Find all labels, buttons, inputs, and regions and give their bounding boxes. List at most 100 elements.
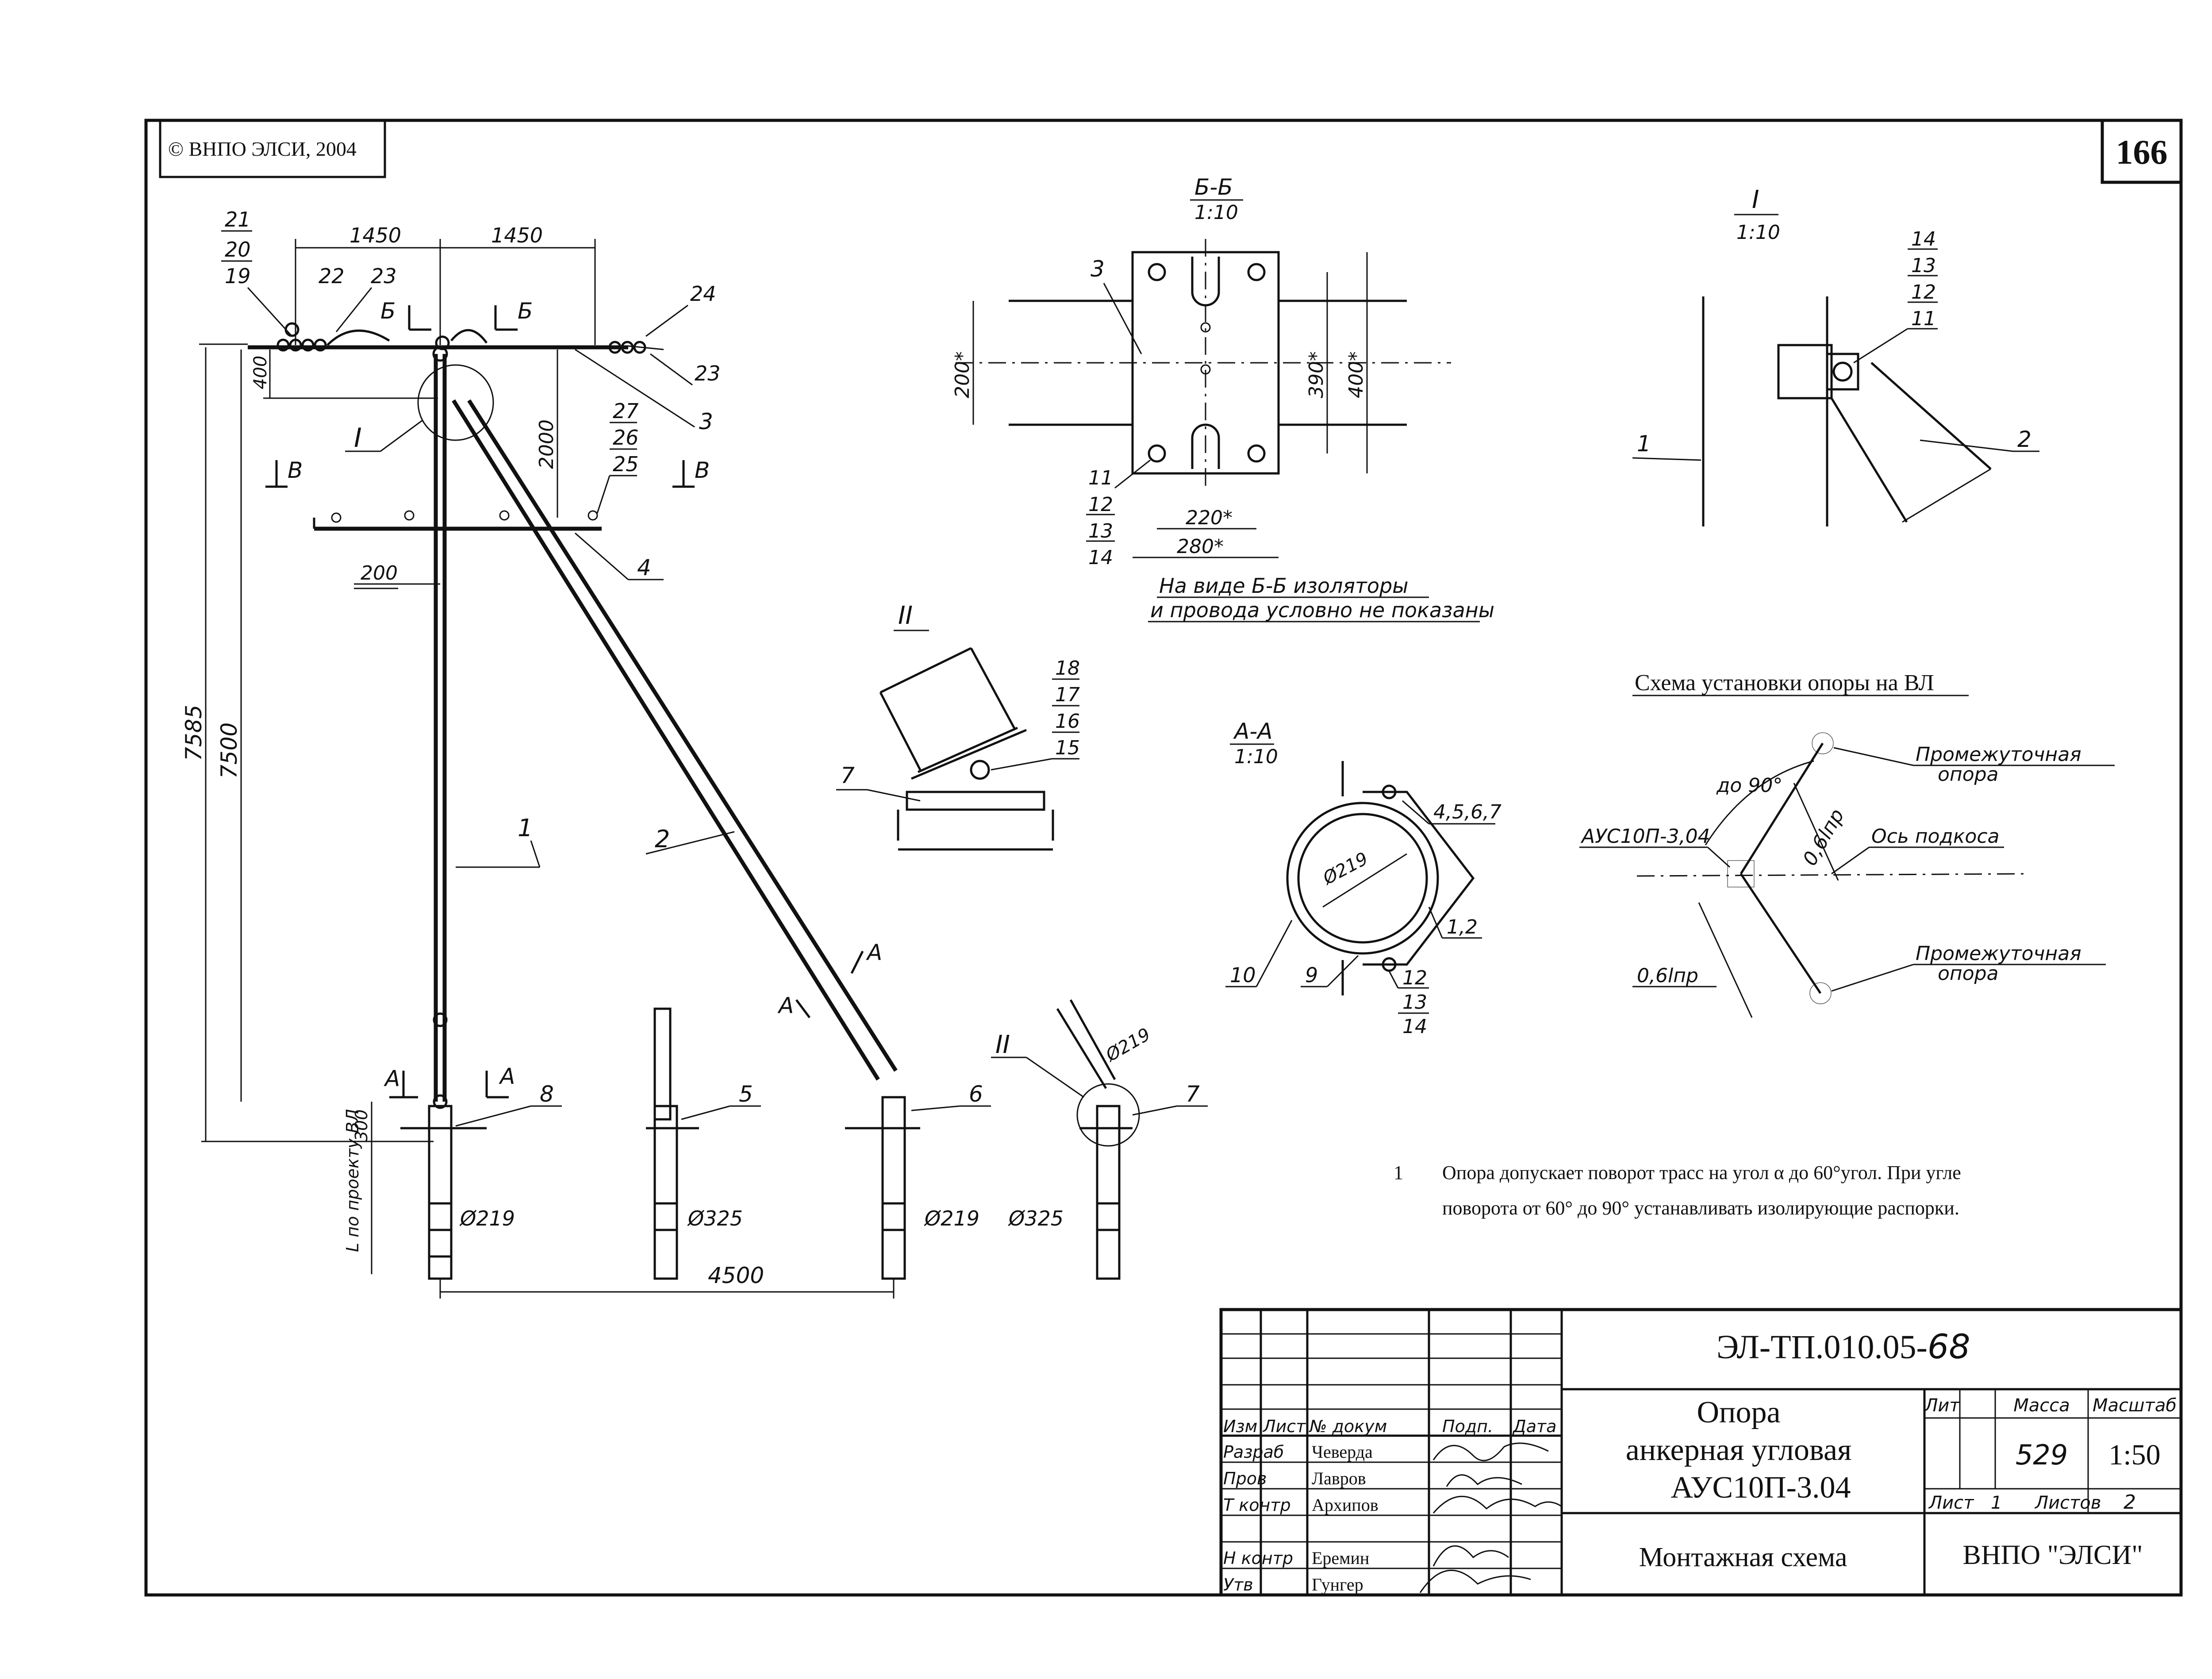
callout-26: 26 bbox=[613, 426, 639, 450]
tb-role-2: Пров bbox=[1223, 1469, 1267, 1488]
detail-i: I 1:10 14 13 12 11 1 2 bbox=[1632, 185, 2039, 526]
tb-name-line-1: Опора bbox=[1697, 1395, 1780, 1429]
dim-200: 200 bbox=[361, 562, 398, 584]
scheme-support-label: АУС10П-3,04 bbox=[1580, 825, 1710, 848]
callout-7-main: 7 bbox=[1186, 1081, 1200, 1107]
scheme-intermediate-top-1: Промежуточная bbox=[1916, 743, 2081, 766]
detail-i-callout-12: 12 bbox=[1911, 281, 1936, 304]
section-mark-v-right: В bbox=[695, 457, 710, 483]
dim-1450-left: 1450 bbox=[349, 223, 401, 247]
tb-role-3: Т контр bbox=[1223, 1495, 1291, 1515]
dim-300: 300 bbox=[352, 1109, 371, 1141]
detail-ii-callout-18: 18 bbox=[1055, 657, 1080, 680]
dim-7585: 7585 bbox=[181, 705, 207, 761]
signatures bbox=[1419, 1442, 1562, 1593]
section-bb-scale: 1:10 bbox=[1194, 201, 1238, 224]
tb-scale-label: Масштаб bbox=[2093, 1395, 2177, 1416]
section-mark-b-right: Б bbox=[518, 298, 533, 324]
note-line-2: поворота от 60° до 90° устанавливать изо… bbox=[1442, 1197, 1959, 1219]
diameter-3: Ø219 bbox=[924, 1206, 979, 1230]
main-view: 1450 1450 21 20 19 22 23 24 23 3 bbox=[181, 207, 1208, 1299]
scheme-axis-label: Ось подкоса bbox=[1871, 825, 2000, 848]
sheet-frame bbox=[144, 119, 2183, 1597]
callout-6: 6 bbox=[969, 1081, 983, 1107]
callout-3: 3 bbox=[699, 409, 713, 434]
copyright: © ВНПО ЭЛСИ, 2004 bbox=[168, 138, 357, 160]
tb-name-1: Чеверда bbox=[1312, 1442, 1373, 1462]
detail-i-label: I bbox=[354, 423, 362, 453]
section-aa: А-А 1:10 Ø219 4,5,6,7 1,2 10 9 12 13 14 bbox=[1225, 718, 1502, 1038]
tb-header-izm: Изм bbox=[1223, 1417, 1257, 1436]
callout-21: 21 bbox=[225, 207, 251, 231]
section-bb-callout-14: 14 bbox=[1088, 546, 1113, 569]
scheme-title: Схема установки опоры на ВЛ bbox=[1635, 670, 1934, 695]
dim-1450-right: 1450 bbox=[491, 223, 543, 247]
note: 1 Опора допускает поворот трасс на угол … bbox=[1394, 1162, 1961, 1219]
section-aa-callout-12b: 12 bbox=[1402, 967, 1427, 989]
section-aa-callout-4567: 4,5,6,7 bbox=[1433, 801, 1502, 823]
tb-name-4: Еремин bbox=[1312, 1548, 1369, 1568]
callout-4: 4 bbox=[637, 555, 651, 580]
detail-ii-title: II bbox=[898, 601, 913, 630]
detail-ii-label: II bbox=[995, 1030, 1010, 1059]
tb-role-1: Разраб bbox=[1223, 1442, 1284, 1462]
dim-bb-200: 200* bbox=[951, 351, 974, 398]
scheme-intermediate-top-2: опора bbox=[1938, 763, 1999, 786]
section-mark-a-base-left: А bbox=[384, 1066, 400, 1091]
tb-sheet-label: Лист bbox=[1928, 1493, 1974, 1513]
dim-bb-280: 280* bbox=[1177, 535, 1224, 558]
note-number: 1 bbox=[1394, 1162, 1403, 1183]
section-mark-v-left: В bbox=[288, 457, 303, 483]
section-mark-a-strut-1: А bbox=[866, 940, 882, 965]
detail-i-callout-11: 11 bbox=[1911, 307, 1936, 330]
section-bb-note-2: и провода условно не показаны bbox=[1150, 598, 1494, 622]
detail-i-scale: 1:10 bbox=[1736, 221, 1780, 244]
callout-22: 22 bbox=[319, 264, 345, 288]
scheme-dist-2: 0,6lпр bbox=[1637, 964, 1698, 987]
callout-24: 24 bbox=[690, 282, 716, 306]
insulator-string-right bbox=[435, 329, 646, 354]
detail-i-callout-2: 2 bbox=[2017, 426, 2032, 452]
scheme-intermediate-bot-2: опора bbox=[1938, 962, 1999, 985]
diameter-2: Ø325 bbox=[687, 1206, 743, 1230]
callout-5: 5 bbox=[739, 1081, 753, 1107]
section-bb-note-1: На виде Б-Б изоляторы bbox=[1159, 574, 1409, 598]
tb-mass: 529 bbox=[2016, 1439, 2068, 1471]
tb-name-line-3: АУС10П-3.04 bbox=[1671, 1471, 1851, 1505]
insulator-string-left bbox=[276, 322, 390, 352]
detail-ii-circle bbox=[1076, 1083, 1140, 1147]
section-bb-title: Б-Б bbox=[1194, 174, 1233, 200]
callout-27: 27 bbox=[613, 399, 639, 423]
tb-mass-label: Масса bbox=[2013, 1395, 2070, 1416]
dim-2000: 2000 bbox=[535, 419, 558, 469]
section-aa-callout-14: 14 bbox=[1402, 1015, 1427, 1038]
section-mark-a-strut-2: А bbox=[777, 993, 794, 1018]
section-bb-callout-11: 11 bbox=[1088, 467, 1113, 489]
section-mark-a-base-right: А bbox=[499, 1064, 515, 1089]
section-bb-callout-3: 3 bbox=[1091, 256, 1105, 282]
section-aa-callout-12: 1,2 bbox=[1447, 916, 1478, 938]
note-line-1: Опора допускает поворот трасс на угол α … bbox=[1442, 1162, 1961, 1183]
detail-ii-callout-16: 16 bbox=[1055, 710, 1080, 733]
callout-25: 25 bbox=[613, 452, 639, 476]
title-block: Изм Лист № докум Подп. Дата Разраб Чевер… bbox=[1219, 1308, 2183, 1597]
tb-role-5: Утв bbox=[1223, 1575, 1253, 1594]
detail-i-callout-13: 13 bbox=[1911, 254, 1936, 277]
tb-doc-code: ЭЛ-ТП.010.05-68 bbox=[1717, 1327, 1970, 1366]
callout-8: 8 bbox=[540, 1081, 554, 1107]
copyright-box bbox=[159, 119, 386, 178]
tb-sheets-value: 2 bbox=[2124, 1491, 2136, 1514]
tb-role-4: Н контр bbox=[1223, 1548, 1293, 1568]
scheme-angle: до 90° bbox=[1716, 774, 1782, 797]
section-mark-b-left: Б bbox=[380, 298, 396, 324]
callout-20: 20 bbox=[225, 238, 251, 261]
installation-scheme: Схема установки опоры на ВЛ до 90° АУС10… bbox=[1579, 670, 2115, 1018]
diameter-5: Ø219 bbox=[1102, 1024, 1154, 1066]
tb-name-3: Архипов bbox=[1312, 1495, 1379, 1515]
tb-header-doc: № докум bbox=[1309, 1417, 1387, 1436]
dim-400: 400 bbox=[250, 356, 271, 389]
detail-i-title: I bbox=[1752, 185, 1759, 214]
dim-length-label: L по проекту ВЛ bbox=[343, 1109, 362, 1252]
tb-scale: 1:50 bbox=[2108, 1439, 2160, 1471]
